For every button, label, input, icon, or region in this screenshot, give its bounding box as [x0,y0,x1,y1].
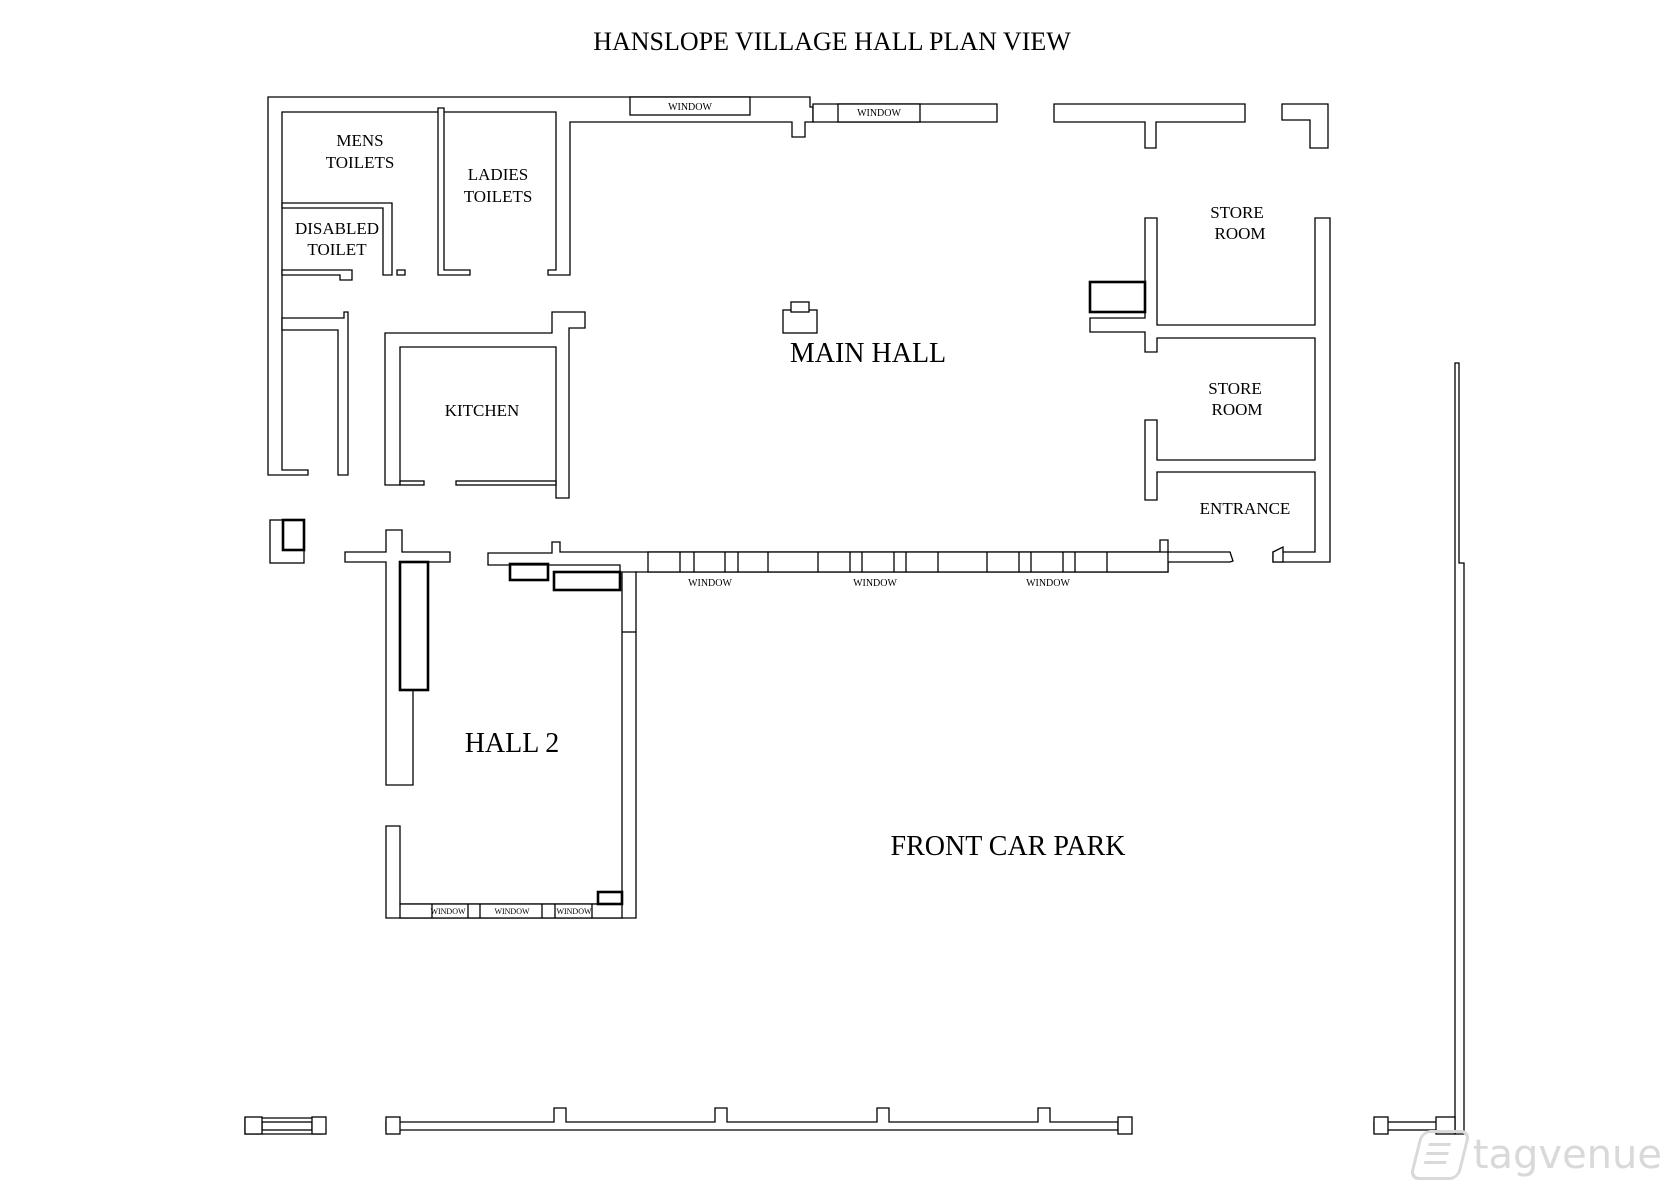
window-label: WINDOW [430,907,466,916]
car-park-fence [244,362,1465,1135]
window-label: WINDOW [688,578,732,589]
room-label-main-hall: MAIN HALL [790,338,946,369]
hall-2-walls [385,571,637,919]
window-label: WINDOW [857,108,901,119]
top-wall [267,96,1329,476]
room-label-mens-toilets: TOILETS [326,153,395,172]
room-label-store-room: STORE [1210,203,1264,222]
chimney-breast [782,309,818,334]
tagvenue-watermark: tagvenue [1408,1130,1662,1180]
lobby-walls [269,518,622,786]
area-label-front-car-park: FRONT CAR PARK [891,831,1126,862]
room-label-hall-2: HALL 2 [465,728,560,759]
room-label-store-room: ROOM [1211,400,1262,419]
window-label: WINDOW [1026,578,1070,589]
room-label-disabled-toilet: DISABLED [295,219,379,238]
toilet-block [281,107,471,476]
kitchen-walls [384,311,586,499]
watermark-text: tagvenue [1472,1132,1662,1178]
room-label-store-room: ROOM [1214,224,1265,243]
chimney-breast [790,301,810,313]
store-rooms [1088,217,1331,563]
window-label: WINDOW [668,102,712,113]
room-label-disabled-toilet: TOILET [307,240,367,259]
room-label-mens-toilets: MENS [336,131,383,150]
room-label-ladies-toilets: TOILETS [464,187,533,206]
window-label: WINDOW [556,907,592,916]
window-label: WINDOW [853,578,897,589]
room-label-store-room: STORE [1208,379,1262,398]
plan-title: HANSLOPE VILLAGE HALL PLAN VIEW [593,27,1071,56]
room-label-entrance: ENTRANCE [1200,499,1291,518]
tagvenue-logo-icon [1408,1130,1472,1180]
room-label-ladies-toilets: LADIES [468,165,528,184]
window-label: WINDOW [494,907,530,916]
front-windows [679,552,1108,572]
room-label-kitchen: KITCHEN [445,401,520,420]
